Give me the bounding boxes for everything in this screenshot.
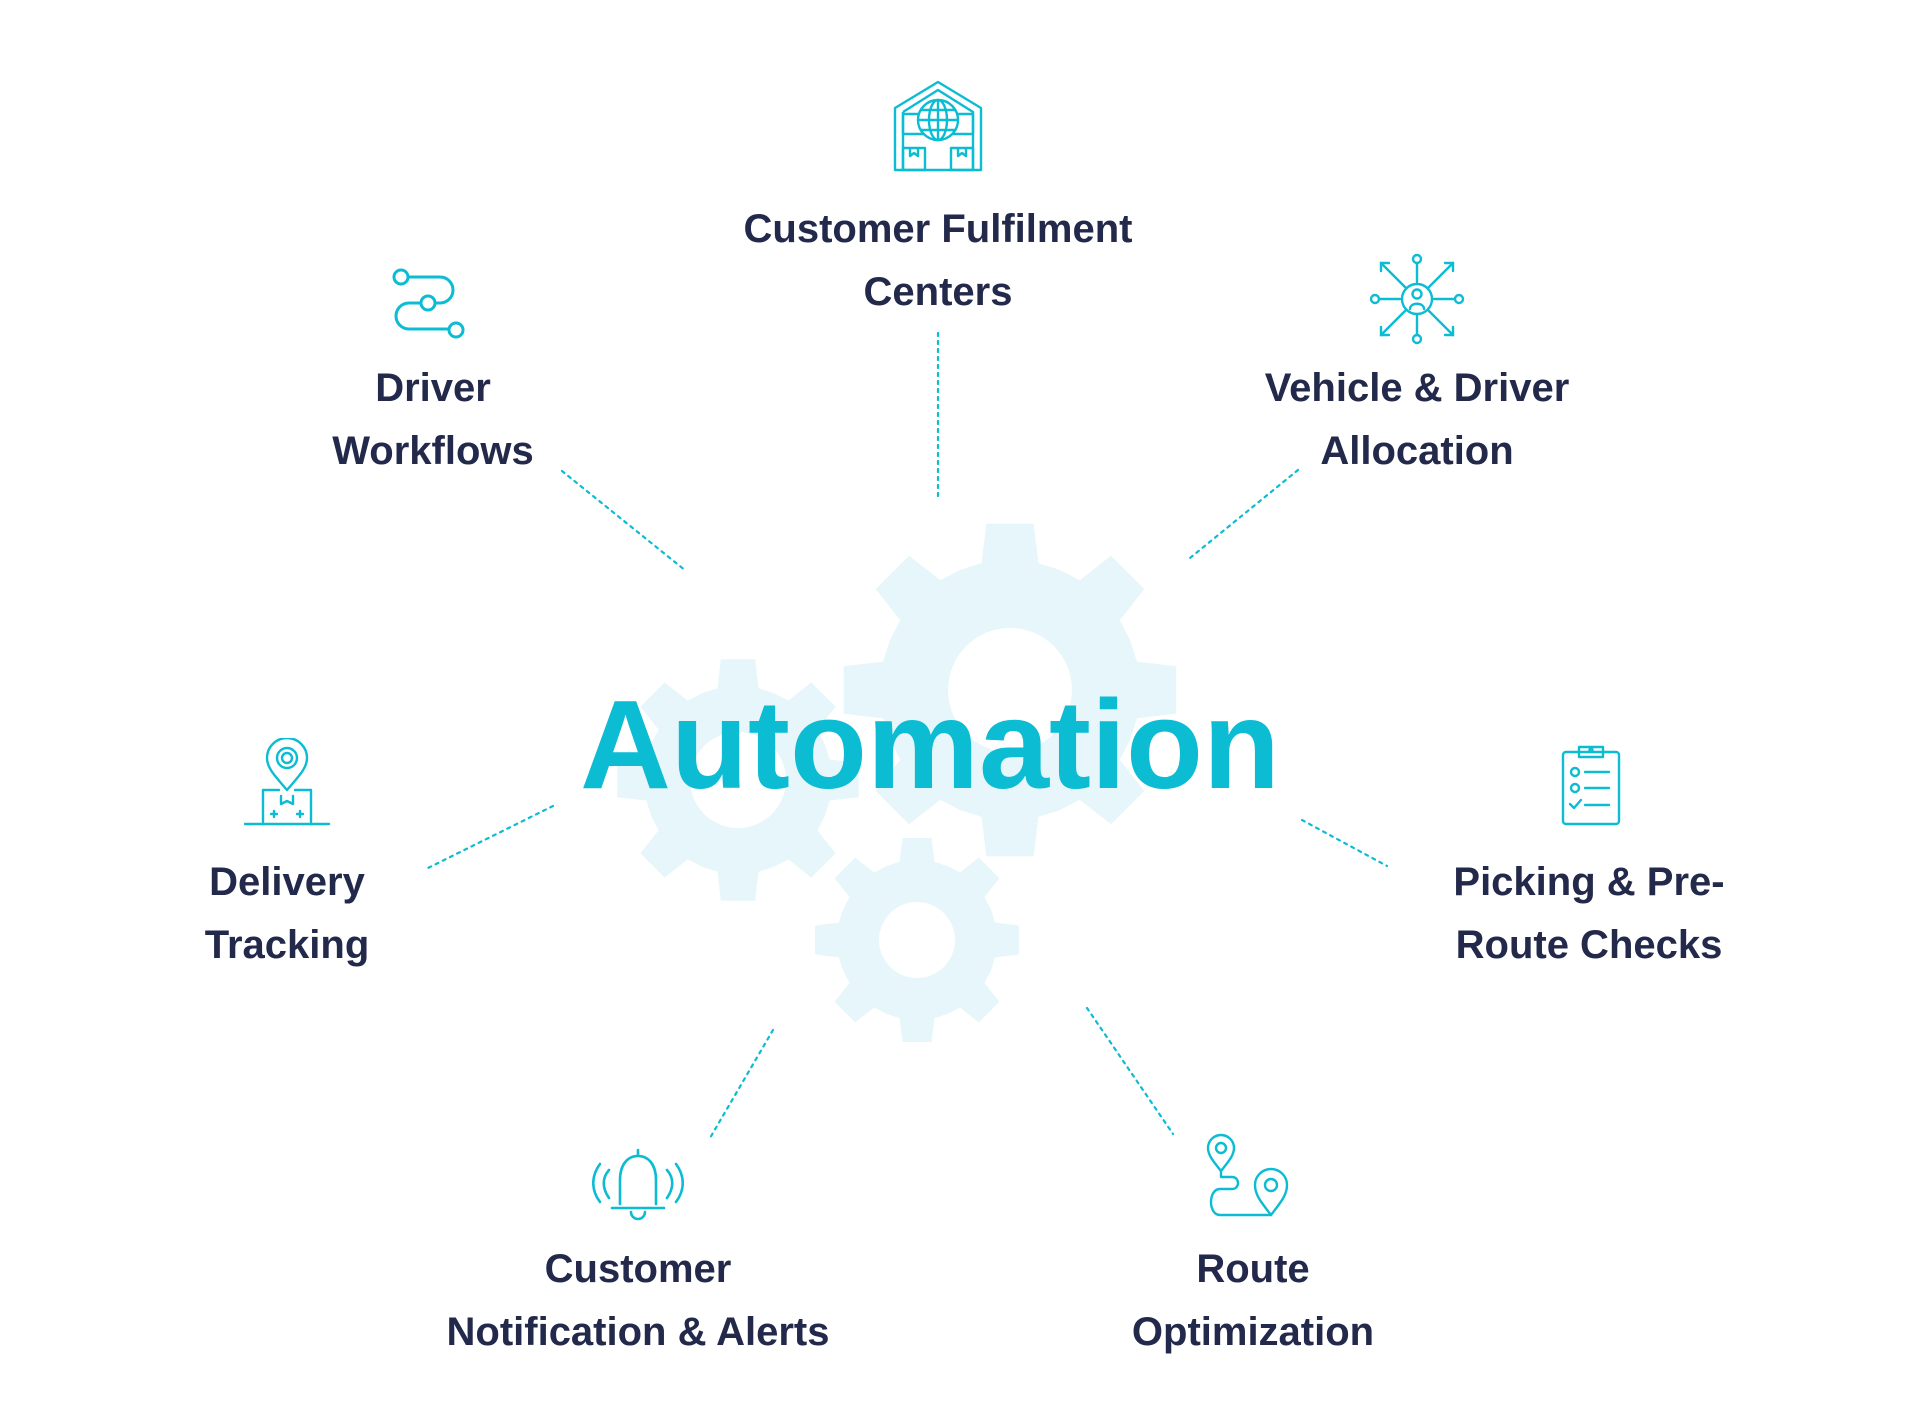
label-workflows: Driver Workflows	[283, 357, 583, 483]
connector-notification	[708, 1028, 775, 1140]
label-picking-line1: Picking & Pre-	[1453, 860, 1725, 904]
network-person-icon	[1369, 253, 1465, 345]
gear-small	[815, 838, 1019, 1042]
label-route-line2: Optimization	[1131, 1310, 1375, 1354]
connector-route	[1085, 1006, 1175, 1136]
label-tracking: Delivery Tracking	[137, 851, 437, 977]
label-tracking-line1: Delivery	[209, 860, 365, 904]
label-workflows-line1: Driver	[375, 366, 491, 410]
gears-graphic	[617, 523, 1177, 1042]
connector-workflows	[560, 469, 688, 573]
label-workflows-line2: Workflows	[332, 429, 534, 473]
connector-picking	[1300, 818, 1389, 868]
label-allocation: Vehicle & Driver Allocation	[1207, 357, 1627, 483]
label-picking: Picking & Pre- Route Checks	[1409, 851, 1769, 977]
label-notification-line2: Notification & Alerts	[446, 1310, 830, 1354]
connector-allocation	[1188, 468, 1300, 560]
gear-medium	[617, 659, 859, 901]
label-picking-line2: Route Checks	[1455, 923, 1723, 967]
label-allocation-line2: Allocation	[1320, 429, 1514, 473]
label-notification: Customer Notification & Alerts	[408, 1238, 868, 1364]
workflow-path-icon	[392, 268, 465, 339]
gear-large	[843, 523, 1177, 857]
label-route-line1: Route	[1196, 1247, 1310, 1291]
location-box-icon	[243, 738, 331, 826]
label-fulfilment: Customer Fulfilment Centers	[698, 198, 1178, 324]
bell-alert-icon	[592, 1148, 684, 1221]
label-tracking-line2: Tracking	[204, 923, 370, 967]
center-title: Automation	[580, 674, 1280, 815]
warehouse-globe-icon	[893, 80, 983, 172]
connector-tracking	[426, 804, 555, 870]
label-route: Route Optimization	[1063, 1238, 1443, 1364]
label-allocation-line1: Vehicle & Driver	[1264, 366, 1570, 410]
clipboard-checklist-icon	[1561, 745, 1621, 826]
label-fulfilment-line2: Centers	[863, 270, 1013, 314]
route-pins-icon	[1206, 1133, 1289, 1217]
label-fulfilment-line1: Customer Fulfilment	[743, 207, 1133, 251]
label-notification-line1: Customer	[544, 1247, 732, 1291]
